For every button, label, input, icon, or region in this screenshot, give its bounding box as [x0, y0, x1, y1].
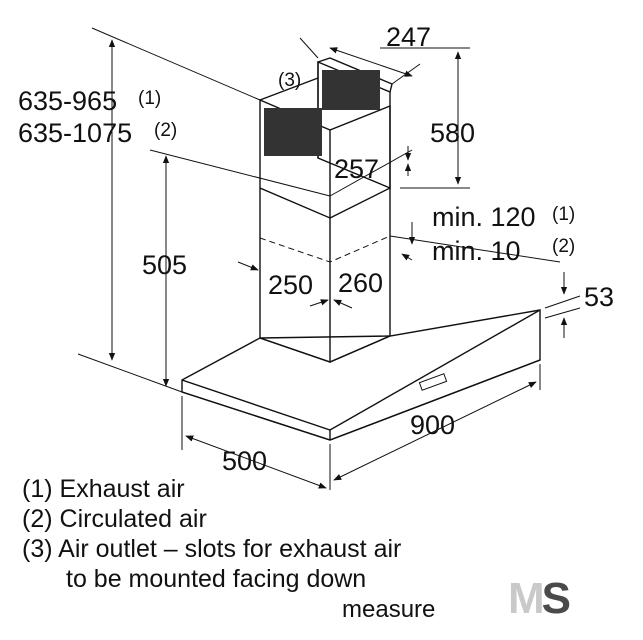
legend-text: Air outlet – slots for exhaust air — [58, 535, 402, 563]
label-min-10: min. 10 — [432, 236, 521, 266]
label-900: 900 — [410, 410, 455, 440]
legend-text: Exhaust air — [59, 475, 185, 503]
measure-text: measure — [342, 596, 436, 623]
legend-item: (1) Exhaust air — [22, 474, 401, 504]
legend-ref: (2) — [22, 505, 53, 533]
label-505: 505 — [142, 250, 187, 280]
label-635-965: 635-965 — [18, 86, 117, 116]
legend-item: (2) Circulated air — [22, 504, 401, 534]
legend-item: to be mounted facing down — [22, 564, 401, 594]
label-260: 260 — [338, 268, 383, 298]
legend-item: (3) Air outlet – slots for exhaust air — [22, 534, 401, 564]
logo-letter-s: S — [541, 574, 571, 623]
legend: (1) Exhaust air (2) Circulated air (3) A… — [22, 474, 401, 594]
dim-lines — [77, 27, 581, 490]
legend-text: to be mounted facing down — [66, 565, 367, 593]
label-250: 250 — [268, 270, 313, 300]
label-635-1075-ref: (2) — [154, 120, 177, 141]
legend-ref: (3) — [22, 535, 53, 563]
exhaust-slots-back — [322, 70, 380, 110]
legend-text: Circulated air — [59, 505, 207, 533]
label-min-120-ref: (1) — [552, 204, 575, 225]
label-257: 257 — [334, 154, 379, 184]
label-580: 580 — [430, 118, 475, 148]
label-635-965-ref: (1) — [138, 88, 161, 109]
label-247: 247 — [386, 22, 431, 52]
callout-3: (3) — [278, 70, 301, 91]
canopy — [181, 309, 541, 441]
label-min-10-ref: (2) — [552, 236, 575, 257]
legend-ref: (1) — [22, 475, 53, 503]
label-500: 500 — [222, 446, 267, 476]
brand-logo: MS — [508, 574, 571, 624]
label-635-1075: 635-1075 — [18, 118, 132, 148]
label-53: 53 — [584, 282, 614, 312]
logo-letter-m: M — [508, 574, 545, 623]
label-min-120: min. 120 — [432, 202, 536, 232]
exhaust-slots-front — [264, 108, 322, 156]
